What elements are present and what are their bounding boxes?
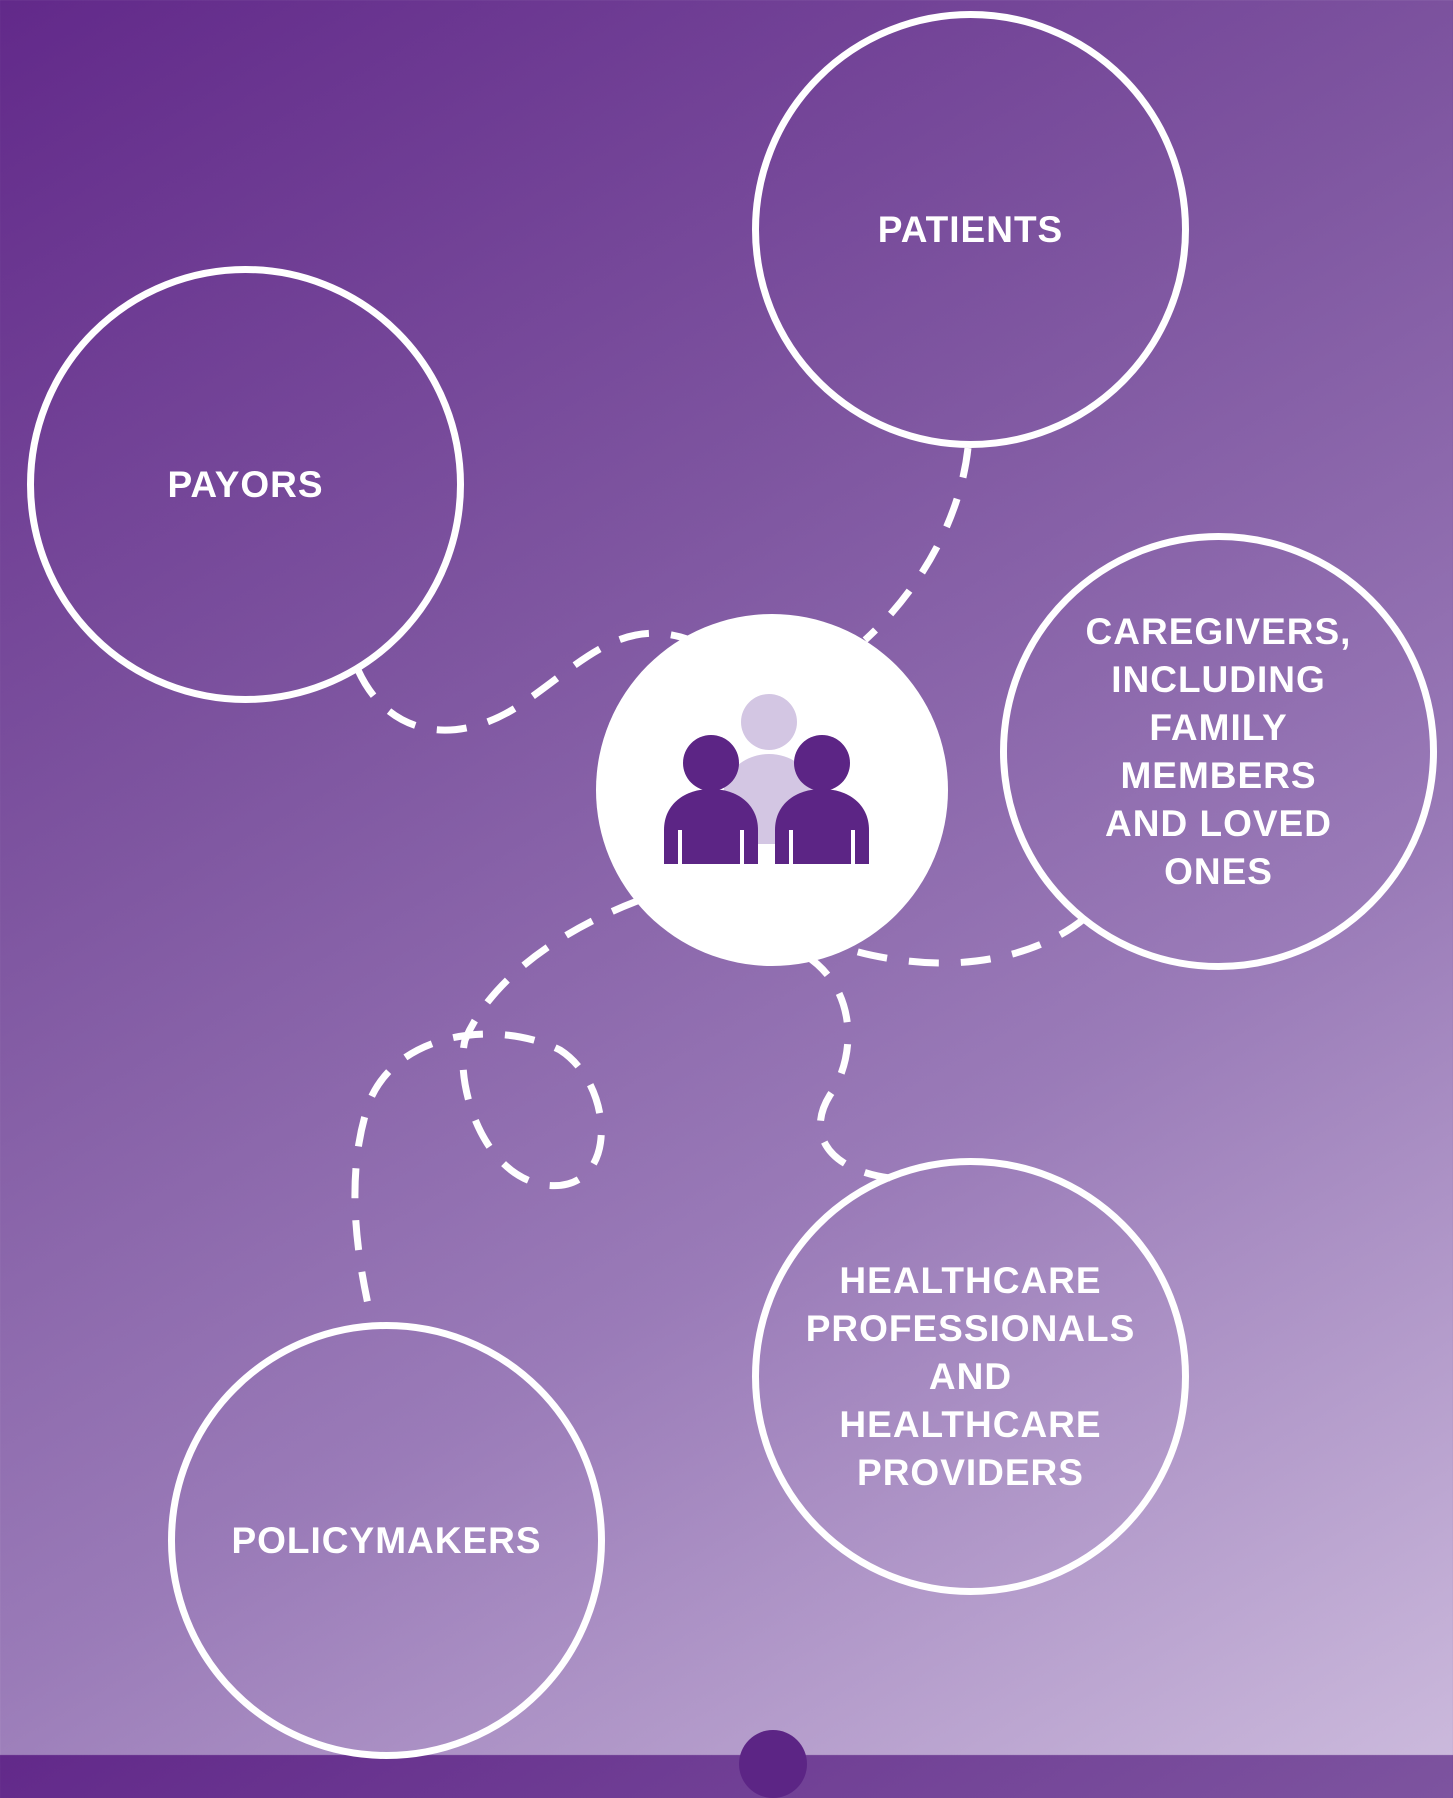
node-caregivers: CAREGIVERS, INCLUDING FAMILY MEMBERS AND… — [1000, 533, 1437, 970]
node-payors: PAYORS — [27, 266, 464, 703]
hub-circle — [596, 614, 948, 966]
node-caregivers-label: CAREGIVERS, INCLUDING FAMILY MEMBERS AND… — [1085, 610, 1352, 892]
page-marker — [739, 1730, 807, 1798]
connector-providers — [803, 952, 891, 1182]
node-providers: HEALTHCARE PROFESSIONALS AND HEALTHCARE … — [752, 1158, 1189, 1595]
node-payors-label: PAYORS — [167, 463, 324, 505]
connector-patients — [862, 447, 972, 643]
node-patients-label: PATIENTS — [877, 208, 1064, 250]
node-policymakers-label: POLICYMAKERS — [231, 1519, 542, 1561]
connector-policymakers — [351, 896, 642, 1323]
connector-payors — [354, 629, 692, 734]
node-policymakers: POLICYMAKERS — [168, 1322, 605, 1759]
node-providers-label: HEALTHCARE PROFESSIONALS AND HEALTHCARE … — [805, 1259, 1136, 1493]
people-group-icon — [664, 694, 869, 864]
node-patients: PATIENTS — [752, 11, 1189, 448]
